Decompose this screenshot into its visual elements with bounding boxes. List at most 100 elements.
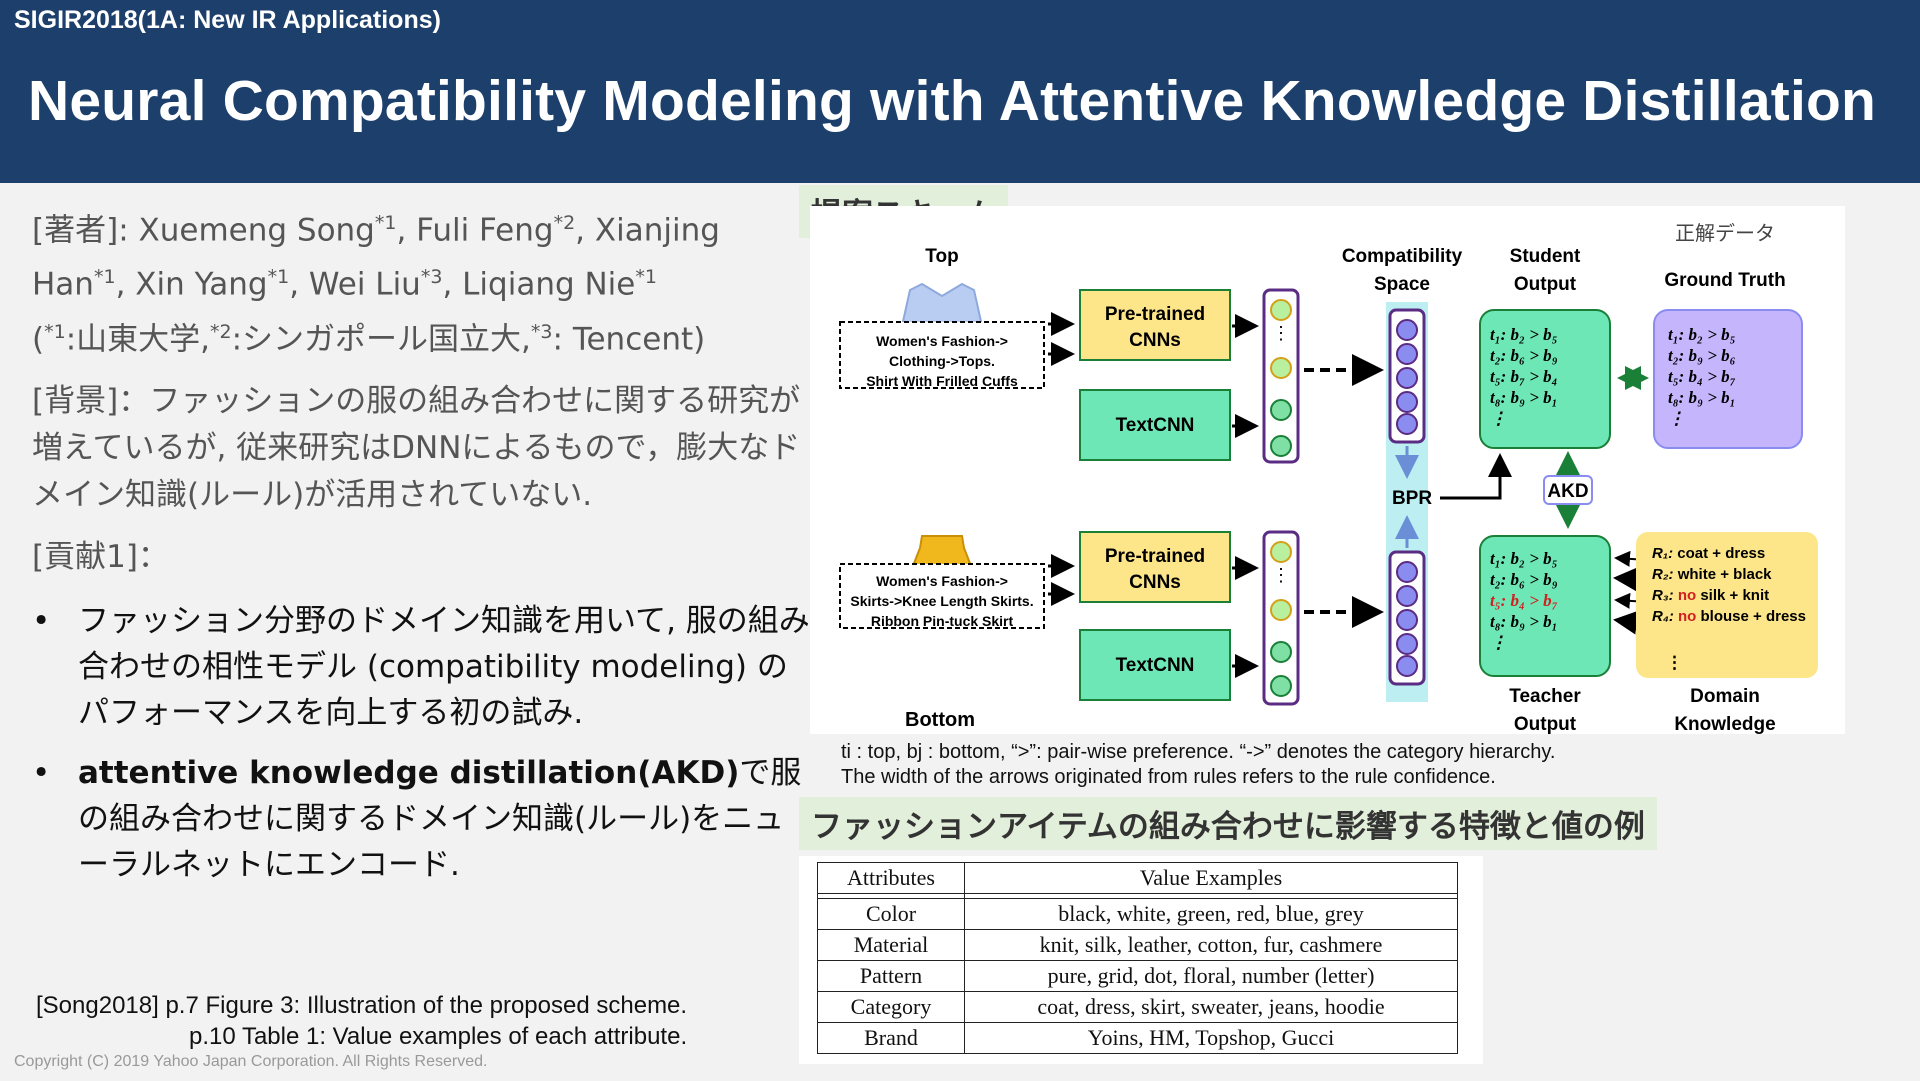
teacher-label: Output xyxy=(1514,714,1577,734)
left-column: [著者]: Xuemeng Song*1, Fuli Feng*2, Xianj… xyxy=(32,200,802,581)
table-header: Attributes xyxy=(817,862,965,894)
top-text-line: Women's Fashion-> xyxy=(876,333,1008,349)
table-header-row: Attributes Value Examples xyxy=(817,862,1458,894)
pretrained-cnns-top xyxy=(1079,289,1231,361)
module-label: TextCNN xyxy=(1116,415,1195,436)
ground-truth-jp-label: 正解データ xyxy=(1675,221,1775,245)
preference-row: ⋮ xyxy=(1490,409,1507,428)
domain-label: Knowledge xyxy=(1674,714,1775,734)
authors: [著者]: Xuemeng Song*1, Fuli Feng*2, Xianj… xyxy=(32,200,802,363)
scheme-figure: Top Bottom Women's Fashion-> Clothing->T… xyxy=(810,206,1845,735)
top-text-box xyxy=(839,321,1045,389)
top-latent-vector xyxy=(1388,308,1426,444)
module-label: CNNs xyxy=(1129,572,1181,593)
attribute-cell: Brand xyxy=(817,1022,965,1054)
bottom-latent-vector xyxy=(1388,550,1426,686)
figure-caption: ti : top, bj : bottom, “>”: pair-wise pr… xyxy=(841,740,1555,790)
authors-line-3: (*1:山東大学,*2:シンガポール国立大,*3: Tencent) xyxy=(32,320,706,357)
pretrained-cnns-bottom xyxy=(1079,531,1231,603)
authors-line-2: Han*1, Xin Yang*1, Wei Liu*3, Liqiang Ni… xyxy=(32,266,657,303)
table-section-label: ファッションアイテムの組み合わせに影響する特徴と値の例 xyxy=(799,797,1657,850)
background-text: [背景]：ファッションの服の組み合わせに関する研究が増えているが, 従来研究はD… xyxy=(32,382,801,513)
preference-row: t₅: b₄ > b₇ xyxy=(1668,367,1736,386)
rule-row: R₃: no silk + knit xyxy=(1652,587,1769,604)
preference-row: t₅: b₄ > b₇ xyxy=(1490,591,1558,610)
module-label: Pre-trained xyxy=(1105,304,1205,325)
textcnn-top xyxy=(1079,389,1231,461)
bottom-text-line: Women's Fashion-> xyxy=(876,573,1008,589)
caption-line: ti : top, bj : bottom, “>”: pair-wise pr… xyxy=(841,741,1556,763)
attribute-cell: Color xyxy=(817,898,965,930)
bottom-text-line: Skirts->Knee Length Skirts. xyxy=(850,593,1033,609)
bullet-icon: • xyxy=(32,755,51,791)
bullet-icon: • xyxy=(32,603,51,639)
reference-line: [Song2018] p.7 Figure 3: Illustration of… xyxy=(36,992,688,1019)
list-item: • attentive knowledge distillation(AKD)で… xyxy=(32,750,812,888)
bottom-text-box xyxy=(839,563,1045,629)
student-label: Output xyxy=(1514,274,1577,295)
bullet-bold-text: attentive knowledge distillation(AKD) xyxy=(78,755,740,791)
rule-row: R₁: coat + dress xyxy=(1652,545,1765,562)
contribution-label: [貢献1]： xyxy=(32,538,169,575)
preference-row: t₁: b₂ > b₅ xyxy=(1490,325,1558,344)
compat-label: Space xyxy=(1374,274,1430,295)
module-label: TextCNN xyxy=(1116,655,1195,676)
contribution-list: • ファッション分野のドメイン知識を用いて, 服の組み合わせの相性モデル (co… xyxy=(32,598,812,902)
copyright: Copyright (C) 2019 Yahoo Japan Corporati… xyxy=(14,1053,488,1070)
module-label: CNNs xyxy=(1129,330,1181,351)
reference-line: p.10 Table 1: Value examples of each att… xyxy=(189,1023,688,1050)
preference-row: t₁: b₂ > b₅ xyxy=(1490,549,1558,568)
table-header: Value Examples xyxy=(964,862,1458,894)
akd-box xyxy=(1543,475,1593,505)
bullet-text: ファッション分野のドメイン知識を用いて, 服の組み合わせの相性モデル (comp… xyxy=(78,603,810,731)
session-label: SIGIR2018(1A: New IR Applications) xyxy=(14,6,441,34)
preference-row: t₂: b₆ > b₉ xyxy=(1490,570,1558,589)
teacher-output-box xyxy=(1479,535,1611,677)
student-label: Student xyxy=(1510,246,1581,267)
preference-row: t₂: b₉ > b₆ xyxy=(1668,346,1736,365)
bottom-text-line: Ribbon Pin-tuck Skirt xyxy=(871,613,1014,629)
compat-label: Compatibility xyxy=(1342,246,1463,267)
slide-header: SIGIR2018(1A: New IR Applications) Neura… xyxy=(0,0,1920,183)
top-text-line: Shirt With Frilled Cuffs xyxy=(866,373,1018,389)
preference-row: ⋮ xyxy=(1668,409,1685,428)
preference-row: t₁: b₂ > b₅ xyxy=(1668,325,1736,344)
rule-row: R₂: white + black xyxy=(1652,566,1772,583)
attribute-cell: Pattern xyxy=(817,960,965,992)
slide-title: Neural Compatibility Modeling with Atten… xyxy=(28,69,1877,133)
authors-line-1: [著者]: Xuemeng Song*1, Fuli Feng*2, Xianj… xyxy=(32,212,720,249)
value-cell: knit, silk, leather, cotton, fur, cashme… xyxy=(964,929,1458,961)
svg-text:⋮: ⋮ xyxy=(1272,565,1290,585)
preference-row: ⋮ xyxy=(1490,633,1507,652)
value-cell: Yoins, HM, Topshop, Gucci xyxy=(964,1022,1458,1054)
attribute-cell: Material xyxy=(817,929,965,961)
preference-row: t₈: b₉ > b₁ xyxy=(1668,388,1736,407)
ground-truth-box xyxy=(1653,309,1803,449)
rule-row: R₄: no blouse + dress xyxy=(1652,608,1806,625)
value-cell: coat, dress, skirt, sweater, jeans, hood… xyxy=(964,991,1458,1023)
akd-label: AKD xyxy=(1547,481,1588,502)
references: [Song2018] p.7 Figure 3: Illustration of… xyxy=(36,990,796,1052)
svg-text:⋮: ⋮ xyxy=(1272,323,1290,343)
domain-label: Domain xyxy=(1690,686,1760,707)
bpr-label: BPR xyxy=(1392,488,1432,509)
teacher-label: Teacher xyxy=(1509,686,1581,707)
bottom-label: Bottom xyxy=(905,709,975,731)
module-label: Pre-trained xyxy=(1105,546,1205,567)
bottom-feature-vector: ⋮ xyxy=(1262,530,1300,706)
rules-more: ⋮ xyxy=(1666,653,1683,672)
preference-row: t₅: b₇ > b₄ xyxy=(1490,367,1558,386)
attribute-cell: Category xyxy=(817,991,965,1023)
textcnn-bottom xyxy=(1079,629,1231,701)
top-text-line: Clothing->Tops. xyxy=(889,353,995,369)
top-feature-vector: ⋮ xyxy=(1262,288,1300,464)
student-output-box xyxy=(1479,309,1611,449)
preference-row: t₈: b₉ > b₁ xyxy=(1490,612,1558,631)
